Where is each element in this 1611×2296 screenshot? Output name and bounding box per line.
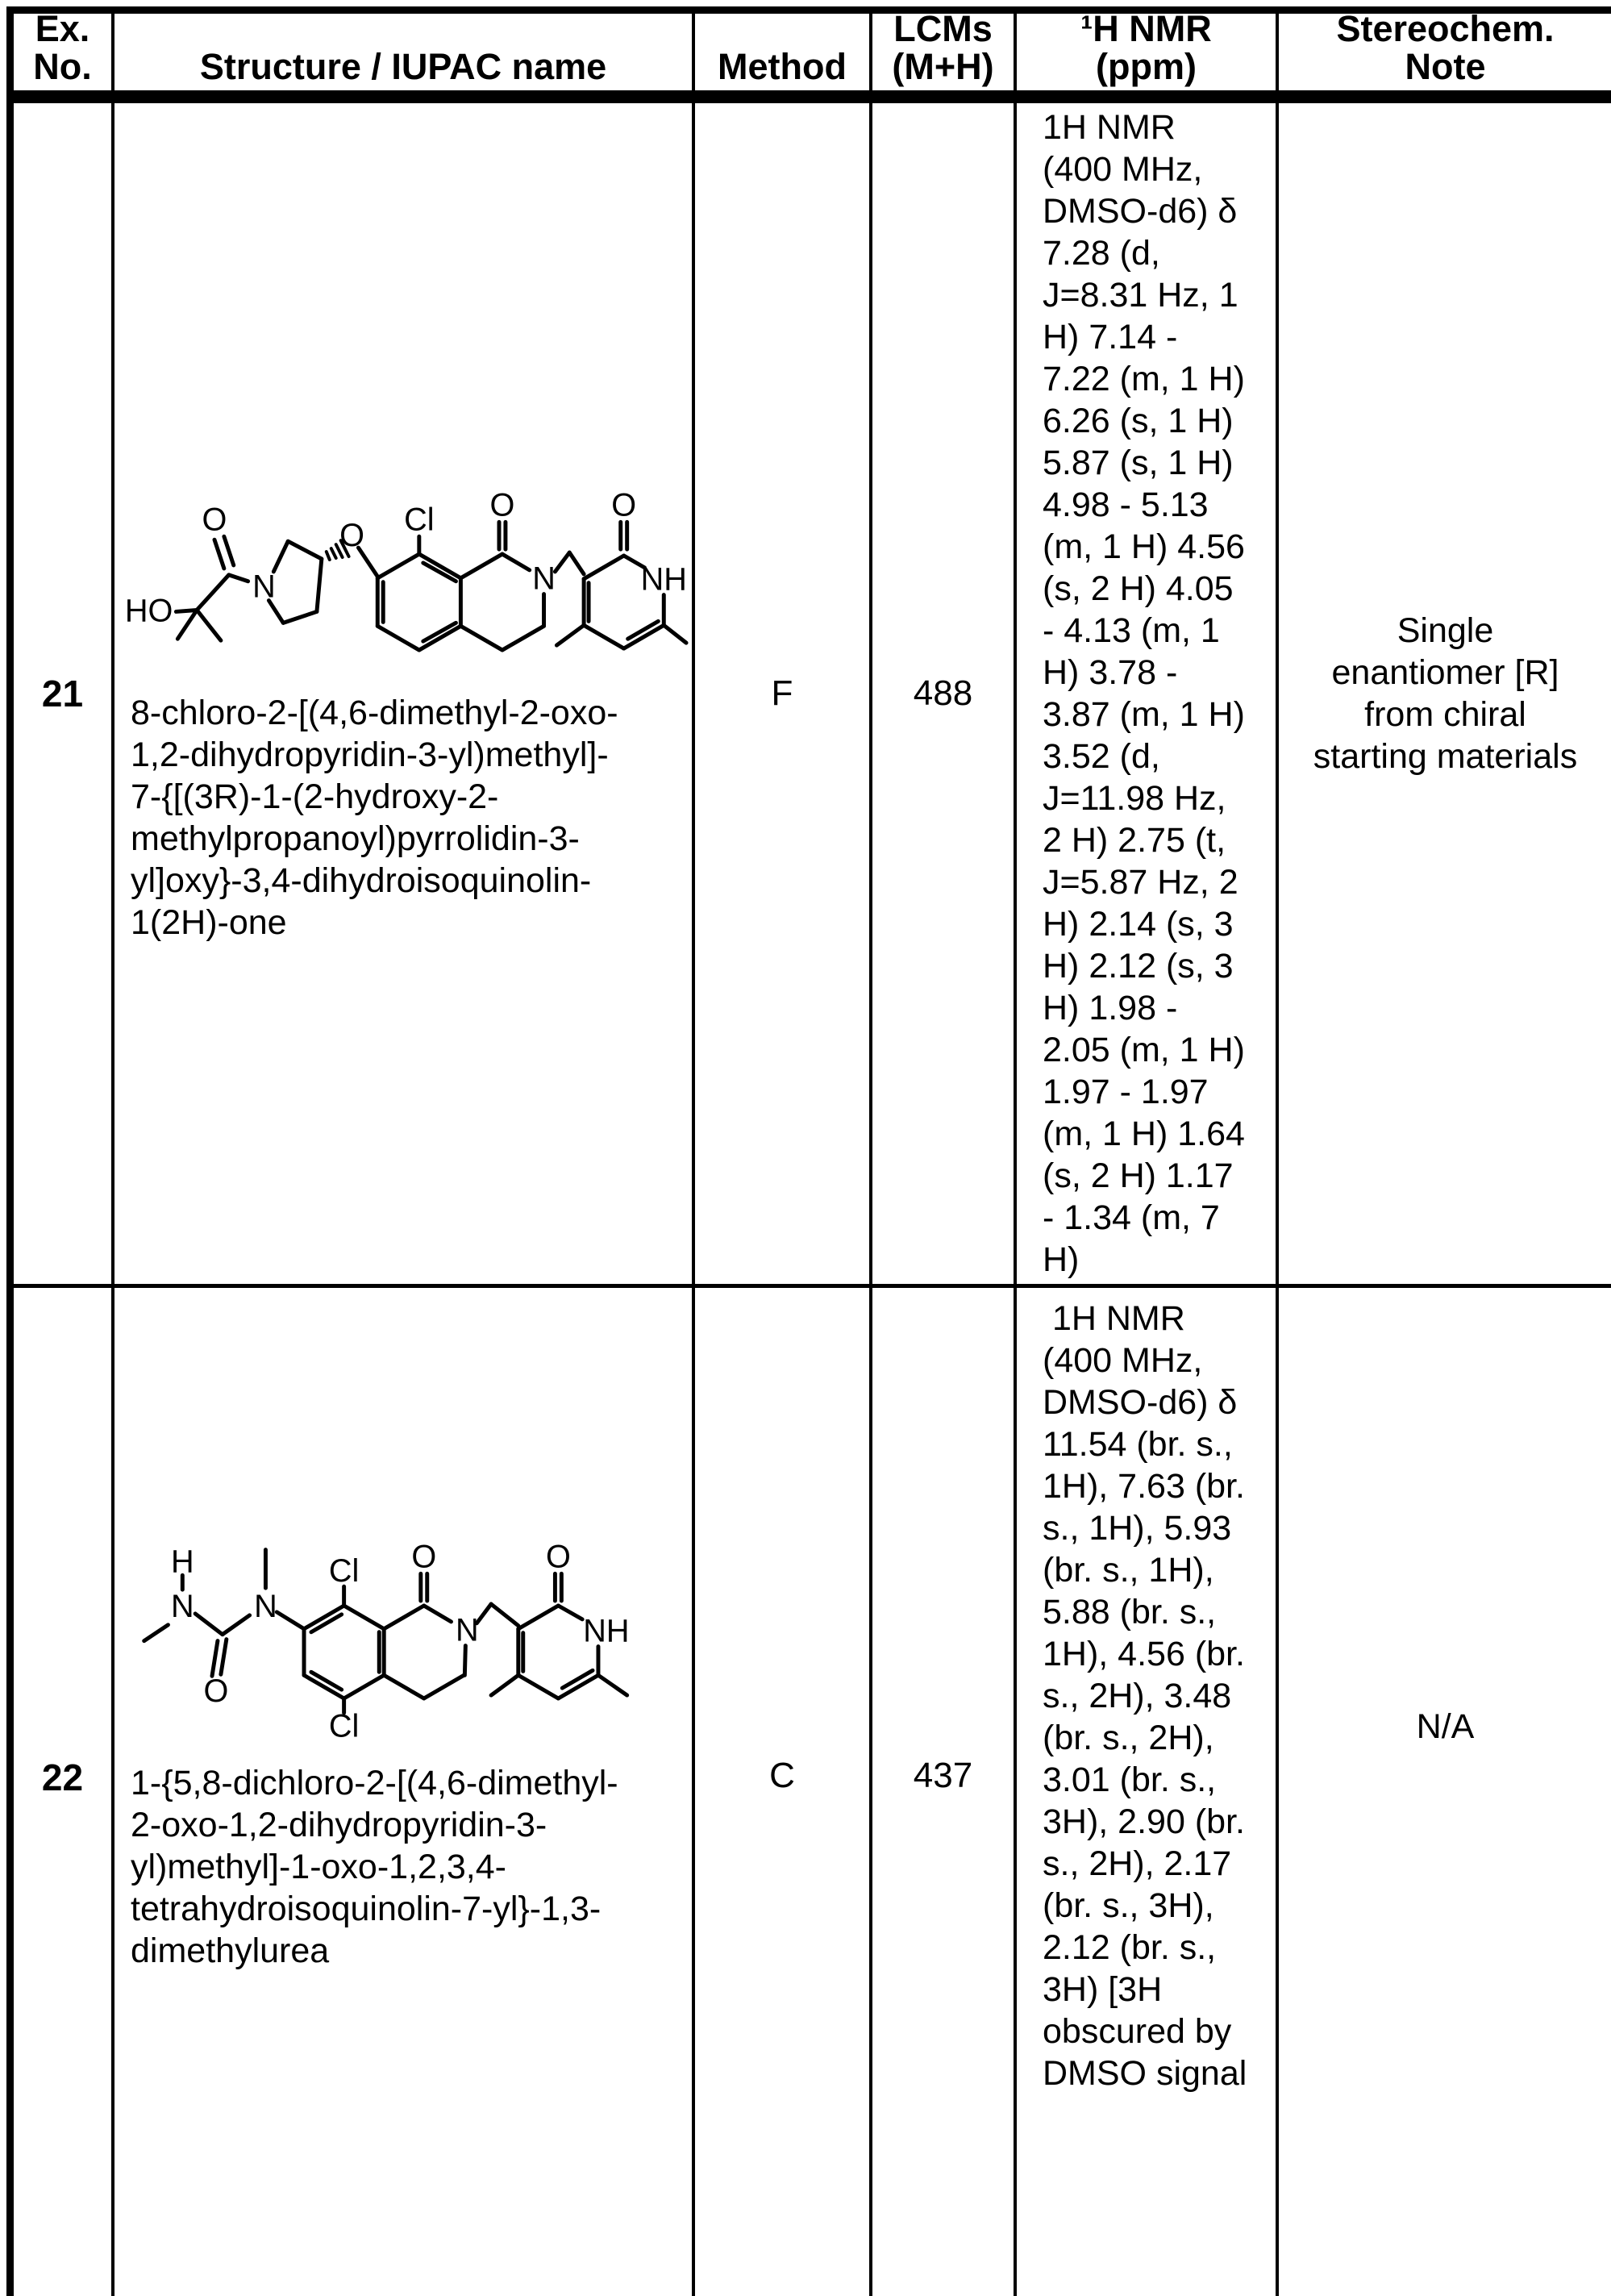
header-method: Method <box>695 14 872 90</box>
header-nmr: ¹H NMR (ppm) <box>1017 14 1279 90</box>
atom-label: NH <box>641 561 687 597</box>
results-table: Ex. No. Structure / IUPAC name Method LC… <box>6 6 1611 2296</box>
atom-label: N <box>252 569 276 604</box>
table-row-example-22: 22 <box>14 1288 1611 2296</box>
lcms-21: 488 <box>872 103 1017 1284</box>
iupac-name-21: 8-chloro-2-[(4,6-dimethyl-2-oxo- 1,2-dih… <box>131 693 618 942</box>
stereochem-note-22: N/A <box>1416 1707 1475 1746</box>
header-ex-no: Ex. No. <box>14 14 114 90</box>
nmr-22: 1H NMR (400 MHz, DMSO-d6) δ 11.54 (br. s… <box>1017 1288 1279 2296</box>
atom-label: N <box>456 1613 479 1648</box>
atom-label: Cl <box>329 1553 359 1589</box>
stereochem-note-21: Single enantiomer [R] from chiral starti… <box>1313 611 1578 776</box>
atom-label: O <box>411 1539 436 1574</box>
patent-table-page: { "page": { "background": "#ffffff", "bo… <box>6 6 1611 2296</box>
atom-label: O <box>611 487 636 523</box>
method-22: C <box>695 1288 872 2296</box>
atom-label: O <box>490 487 515 523</box>
table-row-example-21: 21 <box>14 103 1611 1288</box>
bonds-22 <box>142 1548 630 1715</box>
atom-label: O <box>204 1673 229 1709</box>
atom-label: Cl <box>404 502 434 537</box>
header-stereochem-note: Stereochem. Note <box>1336 14 1555 87</box>
atom-label: Cl <box>329 1709 359 1744</box>
header-lcms: LCMs (M+H) <box>872 14 1017 90</box>
bonds-21 <box>173 519 689 652</box>
atom-label: HO <box>125 593 173 628</box>
lcms-22: 437 <box>872 1288 1017 2296</box>
atom-label: O <box>339 518 364 553</box>
nmr-21: 1H NMR (400 MHz, DMSO-d6) δ 7.28 (d, J=8… <box>1017 103 1279 1284</box>
atom-label: N <box>532 560 556 596</box>
iupac-name-22: 1-{5,8-dichloro-2-[(4,6-dimethyl- 2-oxo-… <box>131 1764 618 1970</box>
ex-no-21: 21 <box>14 103 114 1284</box>
table-header-row: Ex. No. Structure / IUPAC name Method LC… <box>14 14 1611 103</box>
atom-label: N <box>171 1589 194 1624</box>
atom-label: NH <box>583 1614 629 1649</box>
atom-label: H <box>171 1544 194 1579</box>
ex-no-22: 22 <box>14 1288 114 2296</box>
atom-label: O <box>202 502 227 537</box>
header-structure-iupac: Structure / IUPAC name <box>114 14 695 90</box>
method-21: F <box>695 103 872 1284</box>
atom-label: N <box>254 1589 277 1624</box>
atom-label: O <box>546 1539 571 1574</box>
